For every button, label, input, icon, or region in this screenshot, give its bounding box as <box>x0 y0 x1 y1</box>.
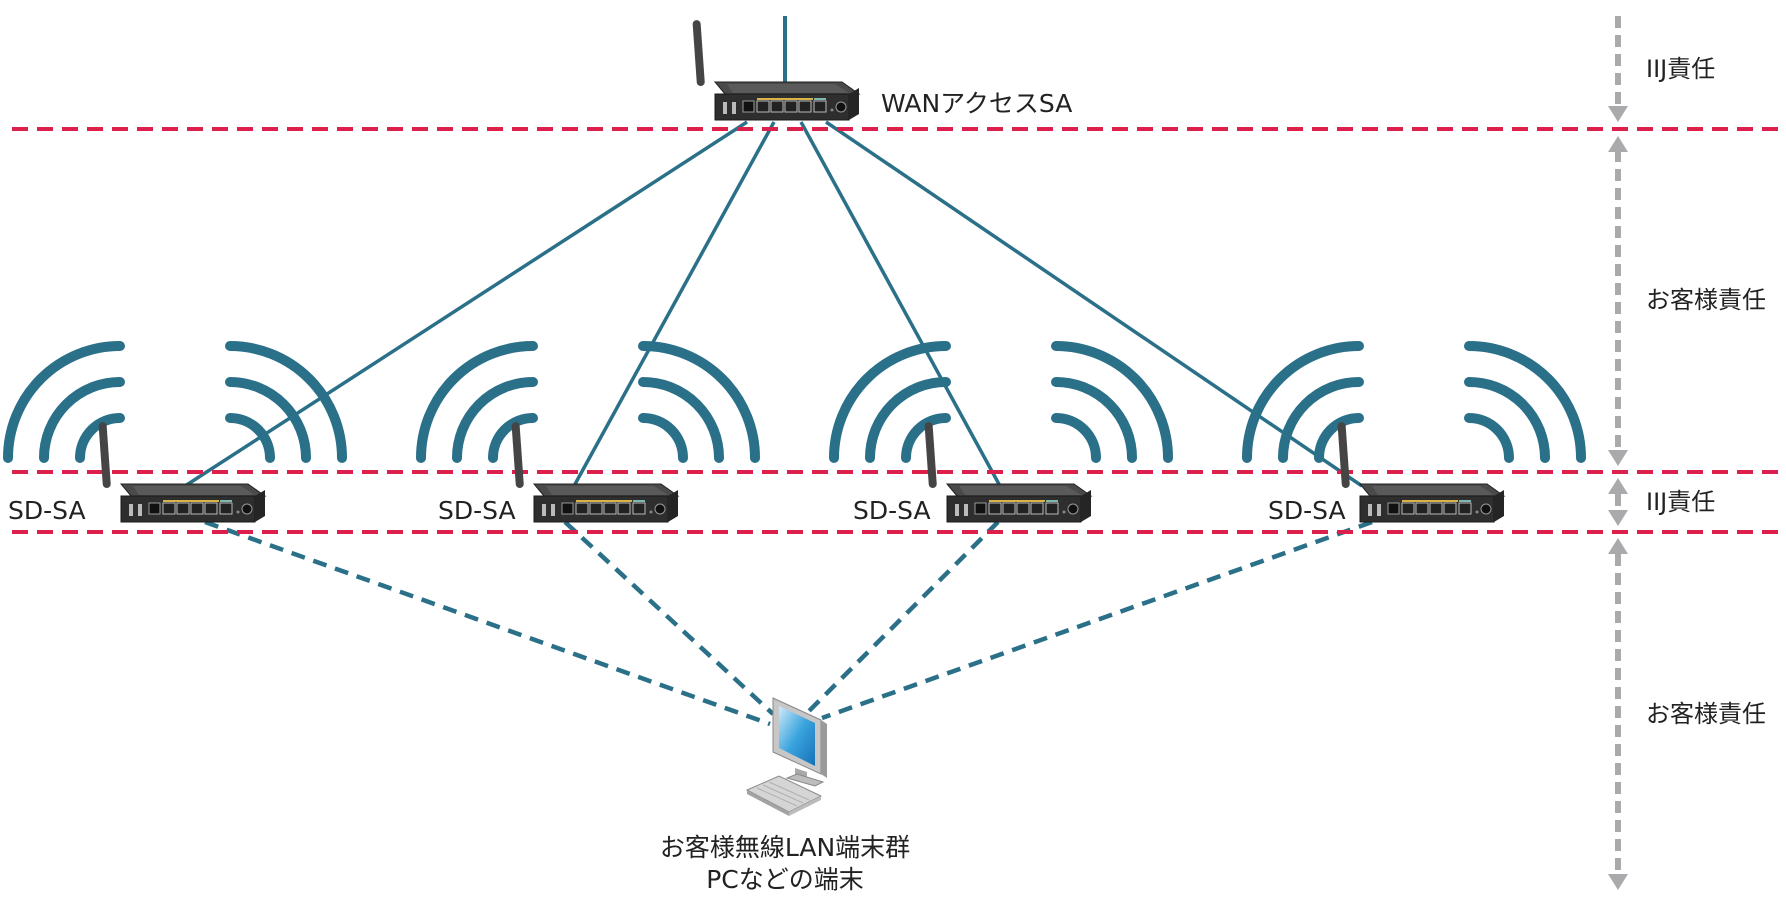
wireless-link <box>821 519 1373 721</box>
wireless-link <box>204 519 771 727</box>
wireless-link <box>804 520 1000 716</box>
wan-link <box>825 120 1363 488</box>
sd-router-label: SD-SA <box>1268 496 1346 525</box>
terminal-label-line1: お客様無線LAN端末群 <box>659 833 911 862</box>
terminal-label-line2: PCなどの端末 <box>706 865 864 894</box>
pc-icon <box>745 697 827 816</box>
wan-link <box>184 120 748 488</box>
zone-label-customer-upper: お客様責任 <box>1646 286 1766 314</box>
arrow-up-icon <box>1608 538 1628 554</box>
wifi-icon <box>643 346 755 458</box>
arrow-up-icon <box>1608 136 1628 152</box>
wan-link <box>572 121 776 487</box>
zone-label-customer-lower: お客様責任 <box>1646 700 1766 728</box>
zone-label-iij-middle: IIJ責任 <box>1646 488 1716 516</box>
arrow-down-icon <box>1608 874 1628 890</box>
wan-router-label: WANアクセスSA <box>881 89 1073 118</box>
arrow-heads <box>1608 106 1628 890</box>
wifi-icon <box>230 346 342 458</box>
arrow-up-icon <box>1608 478 1628 494</box>
wifi-icon <box>1469 346 1581 458</box>
wan-router-icon <box>691 19 860 121</box>
wireless-links <box>204 519 1373 727</box>
terminal-label: お客様無線LAN端末群 PCなどの端末 <box>585 832 985 896</box>
wan-link <box>799 121 1002 487</box>
arrow-down-icon <box>1608 450 1628 466</box>
responsibility-boundaries <box>12 127 1786 534</box>
wifi-icon <box>1056 346 1168 458</box>
zone-label-iij-top: IIJ責任 <box>1646 55 1716 83</box>
sd-router-label: SD-SA <box>853 496 931 525</box>
arrow-down-icon <box>1608 106 1628 122</box>
wireless-link <box>563 520 775 716</box>
sd-router-label: SD-SA <box>438 496 516 525</box>
wan-links <box>184 120 1363 488</box>
sd-router-label: SD-SA <box>8 496 86 525</box>
arrow-down-icon <box>1608 510 1628 526</box>
